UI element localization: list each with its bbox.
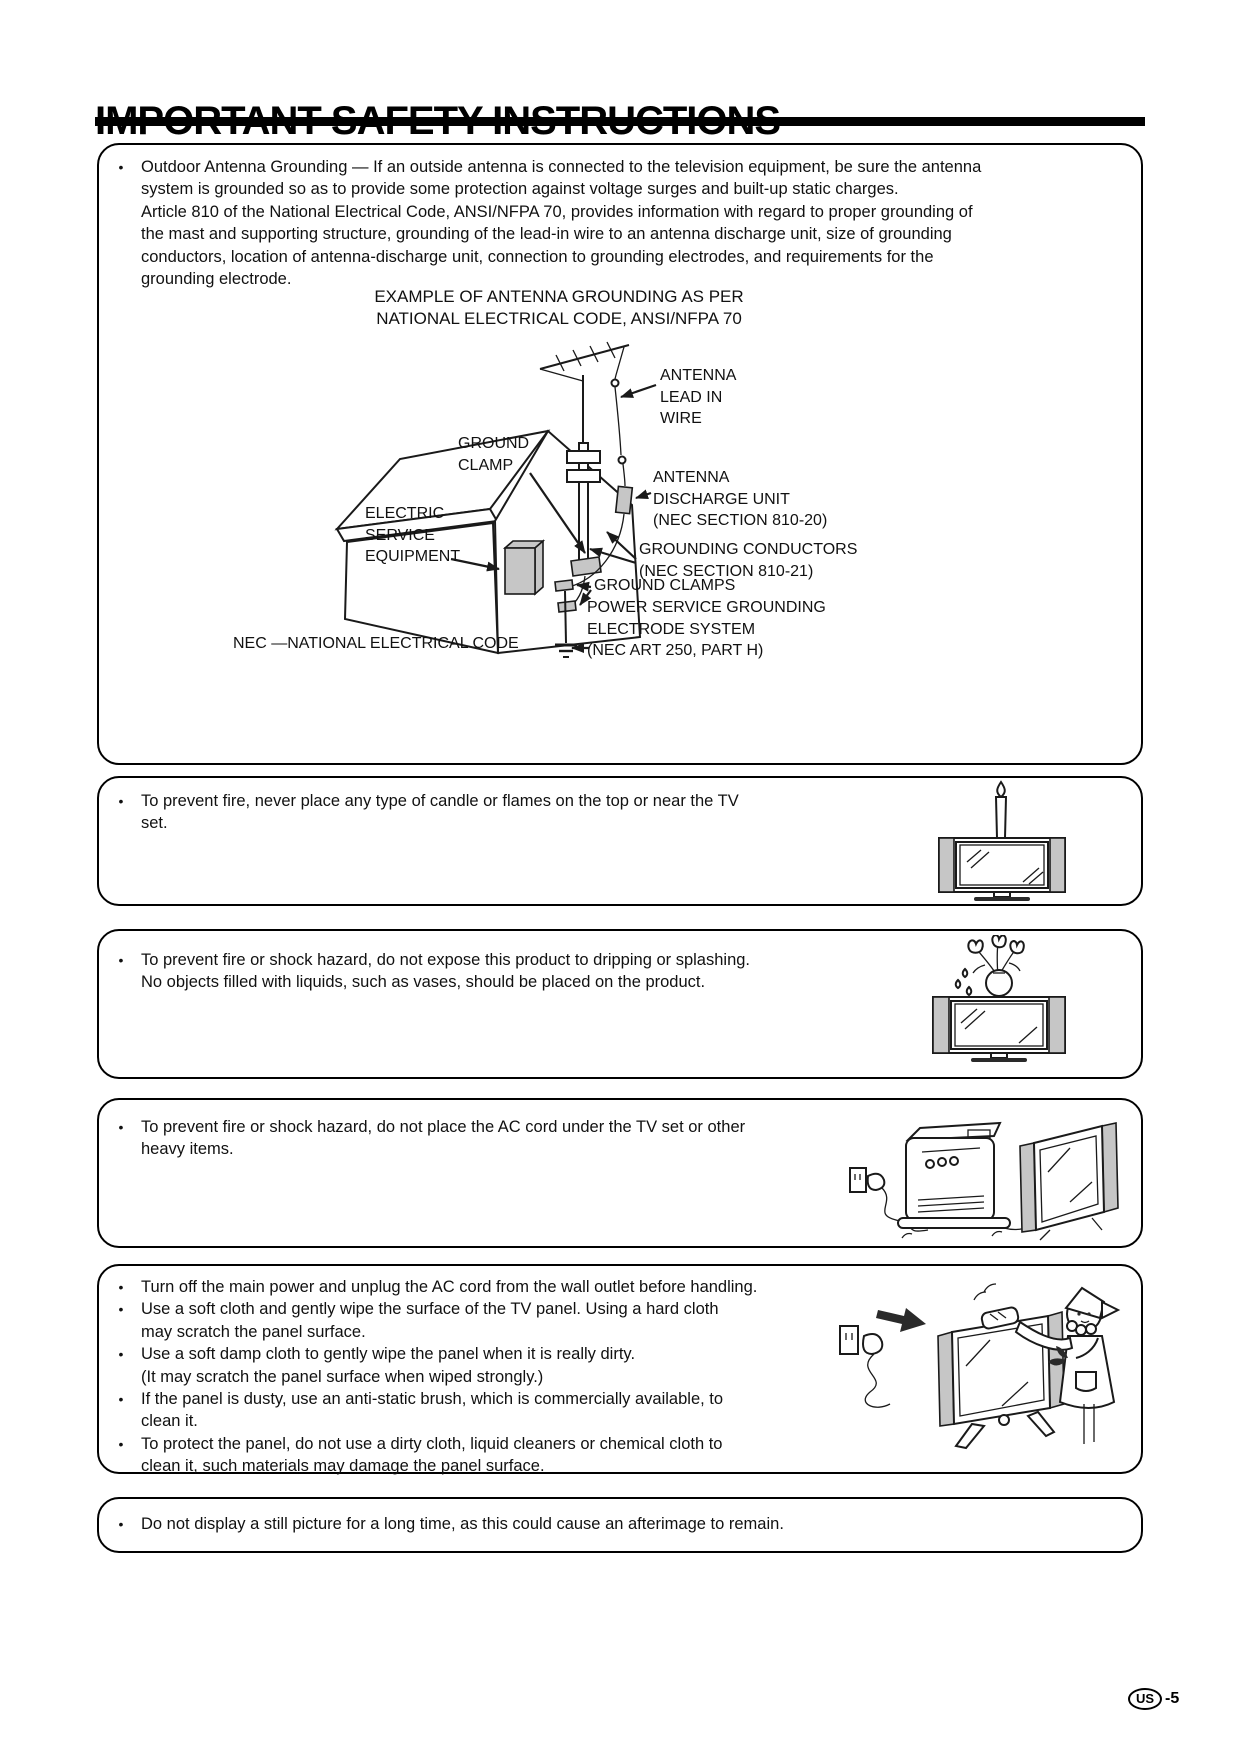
heater-on-cord-illustration — [849, 1121, 1119, 1241]
antenna-grounding-text: Outdoor Antenna Grounding — If an outsid… — [141, 158, 982, 289]
bullet-mark: • — [118, 793, 124, 809]
bullet-mark: • — [118, 1279, 124, 1295]
bullet-row: • Outdoor Antenna Grounding — If an outs… — [115, 156, 1035, 290]
label-antenna-discharge-unit: ANTENNA DISCHARGE UNIT (NEC SECTION 810-… — [653, 469, 828, 529]
safety-box-candle: • To prevent fire, never place any type … — [97, 776, 1143, 906]
liquid-warning-text: To prevent fire or shock hazard, do not … — [141, 951, 751, 992]
page-number: -5 — [1165, 1690, 1180, 1707]
bullet-mark: • — [118, 952, 124, 968]
safety-box-afterimage: • Do not display a still picture for a l… — [97, 1497, 1143, 1553]
bullet-row: • If the panel is dusty, use an anti-sta… — [115, 1388, 815, 1433]
cleaning-text-2: Use a soft cloth and gently wipe the sur… — [141, 1300, 719, 1341]
cleaning-text-5: To protect the panel, do not use a dirty… — [141, 1434, 723, 1476]
house-drawing — [334, 429, 642, 655]
candle-tv-illustration — [938, 780, 1066, 901]
bullet-row: • To prevent fire or shock hazard, do no… — [115, 1116, 815, 1161]
safety-box-ac-cord: • To prevent fire or shock hazard, do no… — [97, 1098, 1143, 1248]
region-badge: US — [1128, 1688, 1162, 1710]
bullet-row: • Do not display a still picture for a l… — [115, 1513, 1095, 1535]
label-electric-service-equipment: ELECTRIC SERVICE EQUIPMENT — [365, 505, 461, 565]
cleaning-text-3: Use a soft damp cloth to gently wipe the… — [141, 1345, 636, 1386]
label-ground-clamp: GROUND CLAMP — [458, 435, 530, 474]
label-nec: NEC —NATIONAL ELECTRICAL CODE — [233, 635, 519, 652]
bullet-mark: • — [118, 1391, 124, 1408]
bullet-mark: • — [118, 1346, 124, 1363]
cleaning-bullet-list: • Turn off the main power and unplug the… — [115, 1276, 815, 1478]
bullet-mark: • — [118, 1119, 124, 1135]
antenna-diagram-drawing — [334, 341, 657, 658]
label-power-service-grounding: POWER SERVICE GROUNDING ELECTRODE SYSTEM… — [587, 599, 826, 659]
bullet-row: • To prevent fire or shock hazard, do no… — [115, 949, 915, 994]
bullet-row: • To protect the panel, do not use a dir… — [115, 1433, 815, 1478]
bullet-row: • To prevent fire, never place any type … — [115, 790, 915, 835]
bullet-mark: • — [118, 1301, 124, 1318]
safety-box-cleaning: • Turn off the main power and unplug the… — [97, 1264, 1143, 1475]
cleaning-text-1: Turn off the main power and unplug the A… — [141, 1278, 758, 1296]
antenna-grounding-diagram: ANTENNA LEAD IN WIRE GROUND CLAMP ANTENN… — [115, 335, 1127, 745]
cord-warning-text: To prevent fire or shock hazard, do not … — [141, 1118, 746, 1159]
bullet-row: • Use a soft damp cloth to gently wipe t… — [115, 1343, 815, 1388]
bullet-row: • Turn off the main power and unplug the… — [115, 1276, 815, 1298]
safety-box-antenna-grounding: • Outdoor Antenna Grounding — If an outs… — [97, 143, 1143, 765]
antenna-mast-drawing — [539, 341, 630, 577]
bullet-mark: • — [118, 159, 124, 175]
page-footer: US -5 — [1128, 1688, 1179, 1710]
label-ground-clamps: GROUND CLAMPS — [594, 577, 736, 594]
cleaning-tv-illustration — [839, 1283, 1121, 1450]
title-rule — [95, 117, 1145, 126]
cleaning-text-4: If the panel is dusty, use an anti-stati… — [141, 1390, 724, 1431]
candle-warning-text: To prevent fire, never place any type of… — [141, 792, 739, 833]
wiring-drawing — [554, 346, 634, 658]
label-antenna-lead-in-wire: ANTENNA LEAD IN WIRE — [660, 367, 737, 427]
safety-box-liquids: • To prevent fire or shock hazard, do no… — [97, 929, 1143, 1079]
afterimage-warning-text: Do not display a still picture for a lon… — [141, 1515, 784, 1533]
bullet-mark: • — [118, 1516, 124, 1532]
bullet-mark: • — [118, 1435, 124, 1452]
label-grounding-conductors: GROUNDING CONDUCTORS (NEC SECTION 810-21… — [639, 541, 858, 580]
diagram-heading: EXAMPLE OF ANTENNA GROUNDING AS PER NATI… — [374, 287, 744, 328]
diagram-arrows — [450, 383, 657, 653]
vase-tv-illustration — [932, 935, 1066, 1062]
bullet-row: • Use a soft cloth and gently wipe the s… — [115, 1298, 815, 1343]
service-equipment-drawing — [502, 539, 546, 596]
